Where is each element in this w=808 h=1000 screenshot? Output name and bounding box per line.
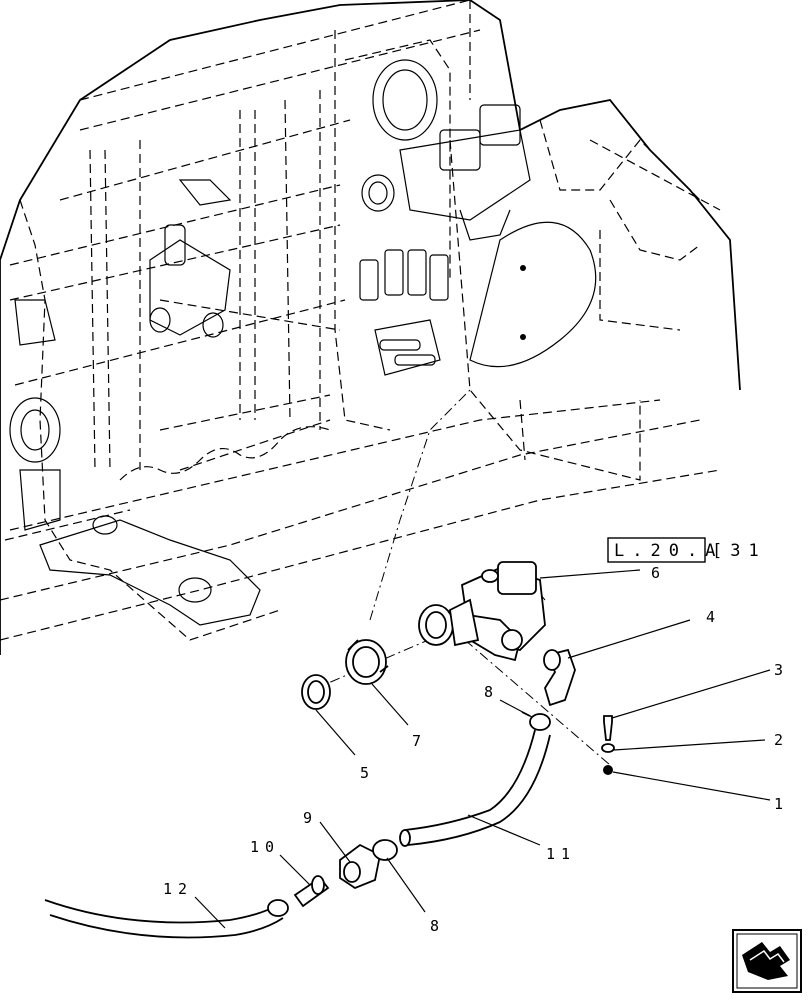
callout-6: 6	[651, 564, 666, 582]
callout-5: 5	[360, 764, 375, 782]
hose-12	[44, 899, 289, 939]
callout-4: 4	[706, 608, 721, 626]
next-page-arrow-icon[interactable]	[732, 929, 802, 993]
reference-box[interactable]: L.20.A [31	[607, 537, 767, 563]
callout-9: 9	[303, 809, 318, 827]
callout-10: 10	[250, 838, 280, 856]
barb-fitting-10	[293, 875, 330, 908]
callout-2: 2	[774, 731, 789, 749]
reference-trailing-label: [31	[712, 541, 767, 561]
hardware-stack	[601, 715, 615, 775]
callout-8-bottom: 8	[430, 917, 445, 935]
coupling-9	[339, 839, 398, 890]
hose-11	[399, 729, 551, 847]
o-ring-5	[301, 674, 331, 710]
callout-8-top: 8	[484, 683, 499, 701]
machine-frame	[0, 0, 741, 655]
hose-clamp-8-top	[521, 711, 551, 731]
callout-1: 1	[774, 795, 789, 813]
reference-box-label: L.20.A	[614, 541, 723, 561]
hose-clamp-7	[345, 639, 389, 685]
leader-lines	[194, 569, 771, 929]
callout-11: 11	[546, 845, 576, 863]
alignment-lines	[311, 389, 611, 766]
callout-3: 3	[774, 661, 789, 679]
callout-12: 12	[163, 880, 193, 898]
callout-7: 7	[412, 732, 427, 750]
solenoid-valve-assembly	[418, 561, 546, 662]
callout-labels: 1 2 3 4 5 6 7 8 8 9 10 11 12	[163, 564, 789, 935]
fittings-cluster	[359, 249, 449, 376]
elbow-fitting-4	[543, 648, 576, 707]
